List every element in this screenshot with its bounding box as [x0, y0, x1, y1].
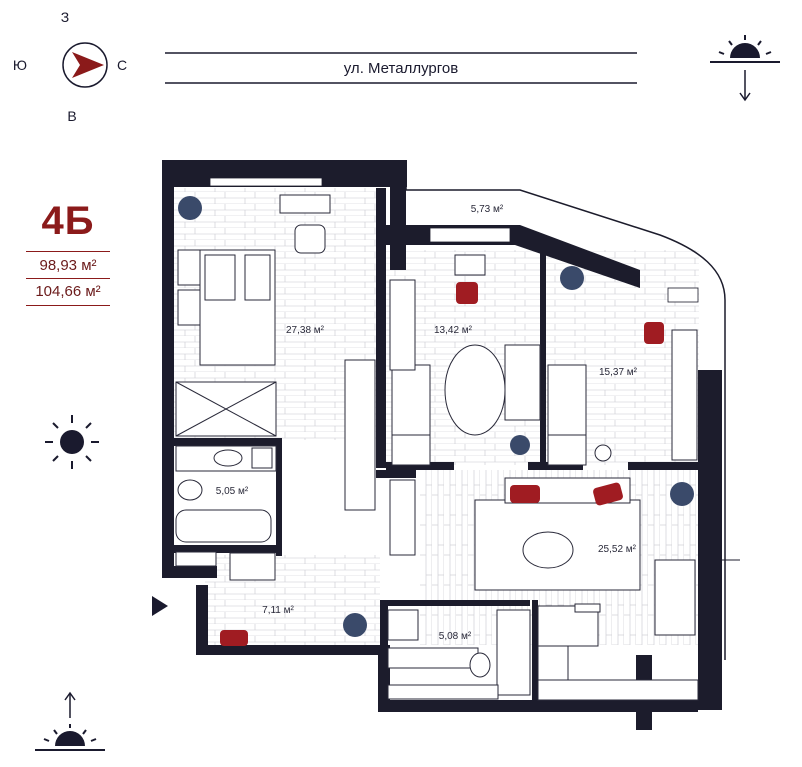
balcony-floor	[405, 190, 615, 225]
street-name: ул. Металлургов	[344, 60, 458, 77]
sun-up-icon	[30, 688, 110, 758]
sun-icon	[42, 412, 102, 472]
bedroom-wardrobe	[175, 359, 376, 511]
floor-plan: 27,38 м² 5,73 м² 13,42 м² 15,37 м² 5,05 …	[160, 150, 740, 735]
living-furniture	[389, 477, 696, 636]
chair-red-icon	[456, 282, 478, 304]
room-area-balcony: 5,73 м²	[471, 204, 504, 215]
windows	[209, 177, 699, 303]
apartment-badge: 4Б 98,93 м² 104,66 м²	[26, 199, 110, 307]
apartment-area-living: 98,93 м²	[39, 257, 97, 274]
bed	[199, 249, 276, 366]
chair-red-room-3-icon	[644, 322, 664, 344]
compass-north: З	[61, 9, 69, 25]
room-area-bathroom-2: 5,08 м²	[439, 631, 472, 642]
street-label: ул. Металлургов	[165, 48, 637, 88]
room-area-room-3: 15,37 м²	[599, 367, 638, 378]
entrance-arrow-icon	[150, 594, 170, 618]
bathroom-1-fixtures	[175, 445, 277, 543]
kitchen-counter	[537, 603, 699, 701]
badge-divider-top	[26, 251, 110, 252]
room-area-hall: 7,11 м²	[262, 605, 294, 616]
room-2-furniture	[389, 254, 541, 466]
bathroom-2-fixtures	[387, 609, 531, 700]
nightstands	[177, 249, 201, 326]
compass-east: С	[117, 57, 127, 73]
hall-bench-red-icon	[220, 630, 248, 646]
badge-divider-bottom	[26, 305, 110, 306]
apartment-area-total: 104,66 м²	[35, 283, 101, 300]
room-3-plant-icon	[560, 266, 584, 290]
apartment-code: 4Б	[41, 199, 95, 243]
room-2-plant-icon	[510, 435, 530, 455]
living-plant-icon	[670, 482, 694, 506]
hall-furniture	[175, 551, 276, 581]
room-area-bathroom-1: 5,05 м²	[216, 486, 249, 497]
hall-plant-icon	[343, 613, 367, 637]
compass: З Ю С В	[0, 0, 140, 130]
badge-divider-mid	[26, 278, 110, 279]
balcony-outline	[405, 160, 726, 660]
room-area-bedroom: 27,38 м²	[286, 325, 325, 336]
room-area-room-2: 13,42 м²	[434, 325, 473, 336]
sun-down-icon	[705, 30, 785, 105]
armchair-bedroom	[279, 194, 331, 254]
room-3-furniture	[547, 329, 698, 466]
armchairs-red-icon	[510, 482, 623, 506]
compass-needle-icon	[72, 52, 104, 78]
bedroom-plant-icon	[178, 196, 202, 220]
compass-west: Ю	[13, 57, 27, 73]
compass-ring	[62, 42, 108, 88]
room-area-living-kitchen: 25,52 м²	[598, 544, 637, 555]
compass-south: В	[67, 108, 76, 124]
